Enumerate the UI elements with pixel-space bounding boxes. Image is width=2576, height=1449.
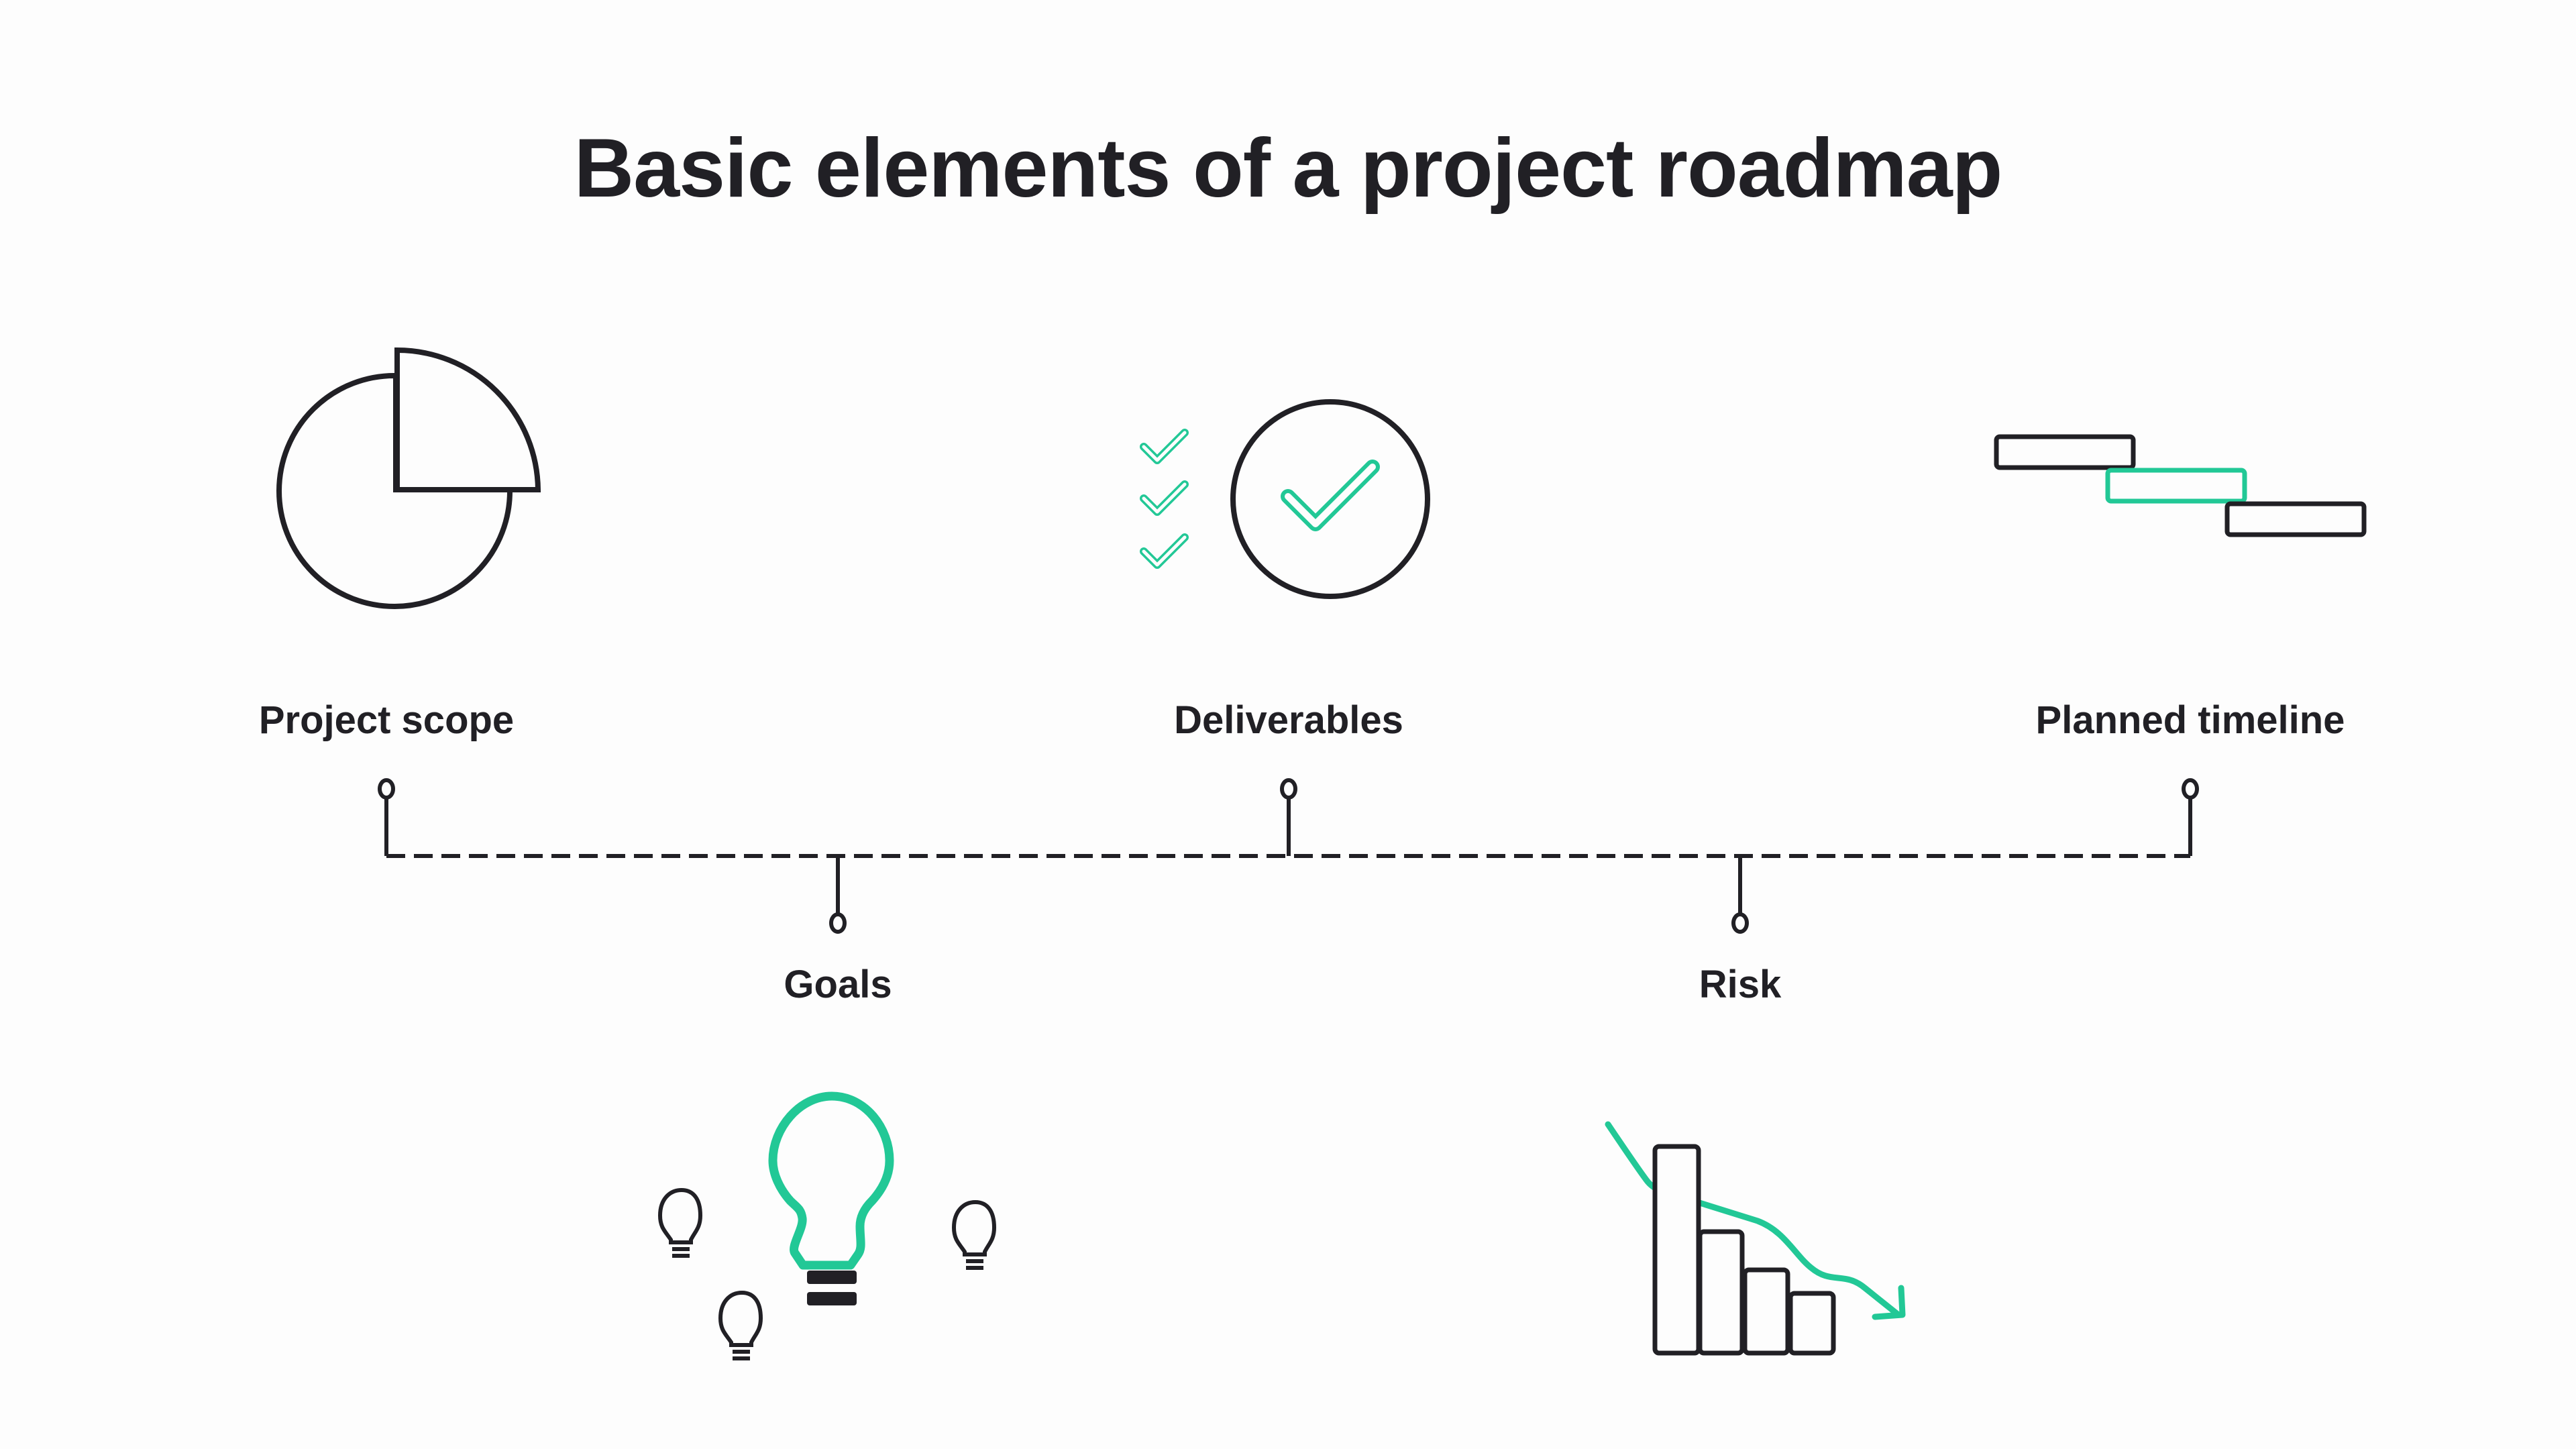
small-checks-icon bbox=[1140, 429, 1189, 569]
pin-risk bbox=[1731, 912, 1749, 934]
label-risk: Risk bbox=[1699, 963, 1782, 1006]
lightbulb-icon bbox=[768, 1091, 894, 1305]
pin-planned-timeline bbox=[2182, 778, 2199, 800]
pie-chart-icon bbox=[276, 347, 541, 609]
declining-bar-chart-icon bbox=[1605, 1121, 1906, 1356]
label-deliverables: Deliverables bbox=[1174, 698, 1403, 742]
pin-project-scope bbox=[378, 778, 395, 800]
label-goals: Goals bbox=[784, 963, 892, 1006]
small-lightbulb-icon bbox=[657, 1187, 997, 1360]
page-title: Basic elements of a project roadmap bbox=[574, 122, 2003, 215]
timeline bbox=[378, 778, 2199, 934]
pin-deliverables bbox=[1280, 778, 1297, 800]
checkmark-circle-icon bbox=[1230, 399, 1430, 599]
label-project-scope: Project scope bbox=[258, 698, 515, 742]
gantt-bars-icon bbox=[1994, 434, 2367, 537]
pin-goals bbox=[829, 912, 847, 934]
label-planned-timeline: Planned timeline bbox=[2035, 698, 2345, 742]
